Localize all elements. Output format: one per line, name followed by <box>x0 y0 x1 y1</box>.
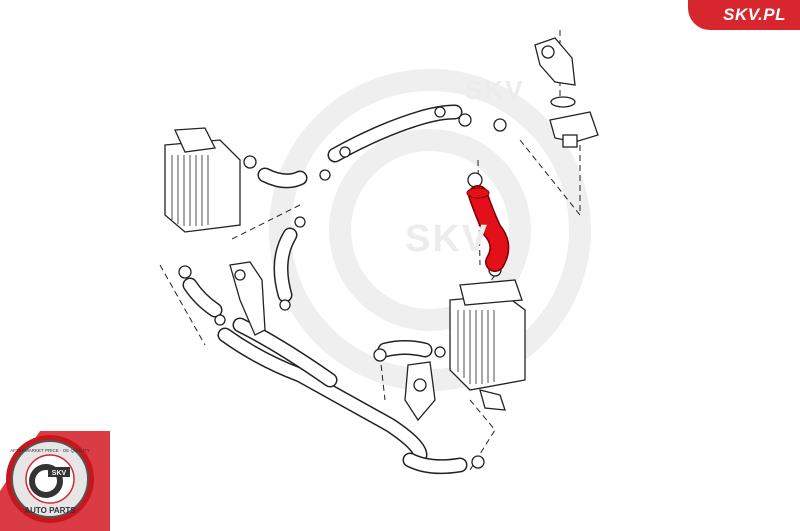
right-intercooler <box>449 279 526 411</box>
watermark-text: SKV <box>465 75 525 105</box>
highlighted-hose[interactable] <box>466 185 510 272</box>
lower-pipe <box>217 317 468 475</box>
skv-logo: SKV AFTERMARKET PRICE · OE QUALITY AUTO … <box>0 431 110 531</box>
brand-tab[interactable]: SKV.PL <box>688 0 800 30</box>
logo-center-text: SKV <box>52 470 67 477</box>
left-intercooler <box>164 127 241 233</box>
site-label: SKV.PL <box>723 5 786 24</box>
logo-top-text: AFTERMARKET PRICE · OE QUALITY <box>10 448 89 453</box>
watermark-text: SKV <box>405 218 490 260</box>
brackets <box>229 37 599 422</box>
logo-bottom-text: AUTO PARTS <box>24 506 76 515</box>
